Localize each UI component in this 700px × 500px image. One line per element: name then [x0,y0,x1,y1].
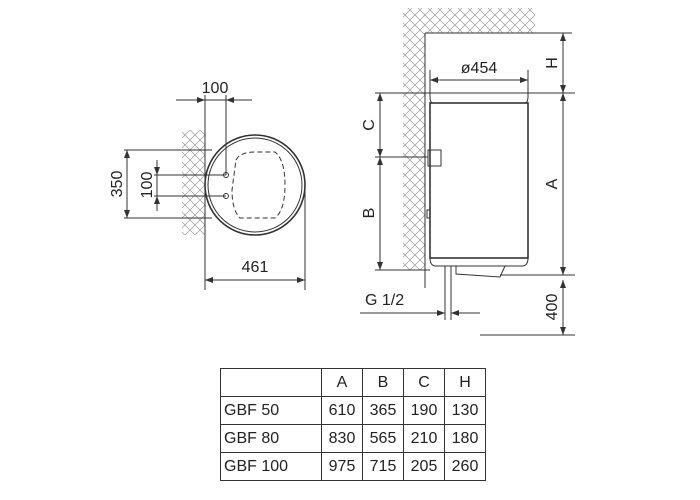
header-cell: C [403,368,445,397]
dimensions-table: A B C H GBF 50 610 365 190 130 GBF 80 83… [220,368,486,481]
header-cell: A [321,368,363,397]
header-cell: H [444,368,486,397]
value-cell: 565 [362,424,404,453]
value-cell: 130 [444,396,486,425]
value-cell: 210 [403,424,445,453]
dim-bracket: 350 [109,171,126,198]
value-cell: 715 [362,452,404,481]
header-cell [220,368,322,397]
value-cell: 365 [362,396,404,425]
wall-hatch [403,8,425,270]
value-cell: 975 [321,452,363,481]
label-c: C [361,119,378,131]
label-a: A [544,178,561,189]
table-row: GBF 100 975 715 205 260 [220,452,486,481]
dim-floor: 400 [544,294,561,321]
ceiling-hatch [425,8,535,33]
dim-diameter: 461 [242,259,269,276]
model-cell: GBF 100 [220,452,322,481]
value-cell: 180 [444,424,486,453]
top-view: 100 350 100 461 [109,80,306,290]
thermostat-box [427,149,442,167]
model-cell: GBF 50 [220,396,322,425]
dim-pipe-spacing: 100 [139,172,156,199]
value-cell: 610 [321,396,363,425]
model-cell: GBF 80 [220,424,322,453]
table-header-row: A B C H [220,368,486,397]
wall-hatch [182,130,205,235]
tank-body [429,102,529,259]
dim-pipe-offset: 100 [202,80,229,97]
value-cell: 190 [403,396,445,425]
table-row: GBF 50 610 365 190 130 [220,396,486,425]
table-row: GBF 80 830 565 210 180 [220,424,486,453]
dim-tank-diameter: ø454 [461,60,498,77]
side-view: ø454 H A 400 C B G 1/2 [360,8,575,336]
label-b: B [361,208,378,219]
value-cell: 830 [321,424,363,453]
label-pipe-thread: G 1/2 [365,292,404,309]
value-cell: 260 [444,452,486,481]
tank-outline [204,134,306,236]
label-h: H [544,57,561,69]
header-cell: B [362,368,404,397]
value-cell: 205 [403,452,445,481]
